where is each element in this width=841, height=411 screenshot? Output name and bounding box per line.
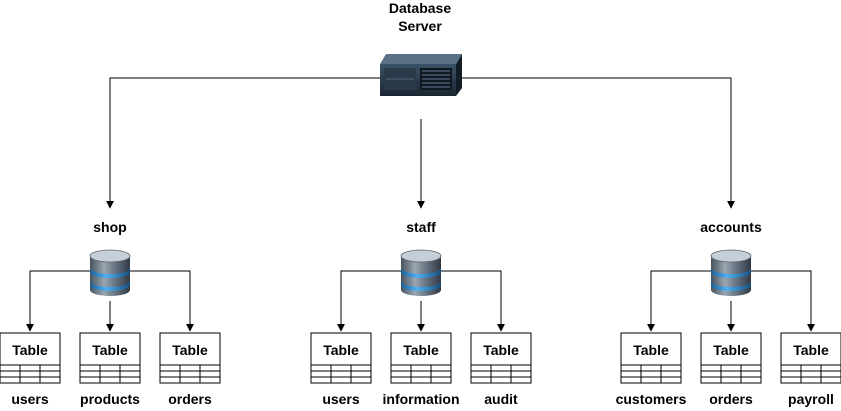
- table-header-label: Table: [713, 342, 749, 358]
- server-icon: [380, 54, 462, 96]
- database-label: shop: [93, 219, 126, 235]
- database-label: accounts: [700, 219, 762, 235]
- database-icon: [710, 249, 752, 296]
- table-header-label: Table: [12, 342, 48, 358]
- table-icon: Table: [700, 332, 762, 384]
- table-icon: Table: [470, 332, 532, 384]
- table-header-label: Table: [633, 342, 669, 358]
- table-icon: Table: [79, 332, 141, 384]
- table-name-label: orders: [709, 391, 753, 407]
- database-icon: [400, 249, 442, 296]
- table-icon: Table: [780, 332, 841, 384]
- table-header-label: Table: [172, 342, 208, 358]
- connector: [751, 270, 815, 332]
- table-name-label: audit: [484, 391, 518, 407]
- table-header-label: Table: [483, 342, 519, 358]
- connector: [441, 270, 505, 332]
- server-label-line1: Database: [389, 0, 451, 16]
- connector: [130, 270, 194, 332]
- connector: [647, 270, 711, 332]
- table-header-label: Table: [92, 342, 128, 358]
- table-icon: Table: [390, 332, 452, 384]
- table-icon: Table: [310, 332, 372, 384]
- connector: [26, 270, 90, 332]
- table-name-label: information: [383, 391, 460, 407]
- table-header-label: Table: [323, 342, 359, 358]
- server-label-line2: Server: [398, 18, 442, 34]
- table-header-label: Table: [403, 342, 439, 358]
- table-icon: Table: [0, 332, 61, 384]
- table-name-label: orders: [168, 391, 212, 407]
- table-header-label: Table: [793, 342, 829, 358]
- table-name-label: users: [11, 391, 49, 407]
- table-name-label: payroll: [788, 391, 834, 407]
- database-icon: [89, 249, 131, 296]
- table-name-label: products: [80, 391, 140, 407]
- table-name-label: customers: [616, 391, 687, 407]
- connector: [337, 270, 401, 332]
- table-icon: Table: [159, 332, 221, 384]
- server-connectors: [106, 77, 735, 209]
- database-label: staff: [406, 219, 436, 235]
- table-name-label: users: [322, 391, 360, 407]
- table-icon: Table: [620, 332, 682, 384]
